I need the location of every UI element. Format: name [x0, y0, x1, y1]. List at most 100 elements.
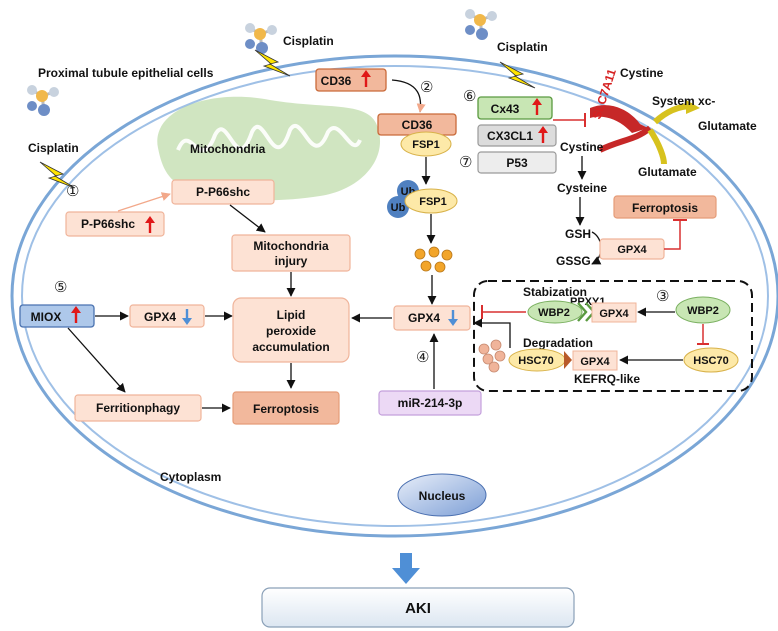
svg-text:GPX4: GPX4	[580, 356, 610, 368]
cd36-membrane-box: CD36	[315, 68, 387, 92]
arrow	[117, 192, 171, 212]
marker-2: ②	[420, 78, 433, 96]
svg-text:Ferritionphagy: Ferritionphagy	[96, 401, 180, 415]
chevron-icon	[564, 351, 572, 369]
marker-3: ③	[656, 287, 669, 305]
svg-text:GPX4: GPX4	[617, 244, 647, 256]
glutamate-label: Glutamate	[698, 119, 757, 133]
arrow	[473, 318, 511, 348]
marker-5: ⑤	[54, 278, 67, 296]
up-arrow-icon	[361, 70, 371, 77]
svg-text:Ferroptosis: Ferroptosis	[253, 402, 319, 416]
glutamate-label: Glutamate	[638, 165, 697, 179]
aki-box: AKI	[261, 587, 575, 628]
lipid-line-3: accumulation	[252, 340, 329, 354]
cystine-top-label: Cystine	[620, 66, 664, 80]
miox-box: MIOX	[19, 304, 95, 328]
gpx4-gsh-box: GPX4	[599, 238, 665, 260]
svg-text:Ferroptosis: Ferroptosis	[632, 201, 698, 215]
svg-text:miR-214-3p: miR-214-3p	[398, 396, 463, 410]
svg-text:AKI: AKI	[405, 600, 431, 617]
cisplatin-label: Cisplatin	[283, 34, 334, 48]
lipid-line-1: Lipid	[277, 308, 306, 322]
mito-injury-line-2: injury	[275, 254, 308, 268]
gssg-label: GSSG	[556, 254, 591, 268]
cisplatin-label: Cisplatin	[28, 141, 79, 155]
fsp1-ellipse: FSP1	[400, 131, 452, 157]
cell-membrane	[10, 54, 778, 538]
hsc70-left-ellipse: HSC70	[508, 348, 566, 372]
cd36-box: CD36	[377, 113, 457, 136]
svg-text:P-P66shc: P-P66shc	[196, 185, 250, 199]
svg-text:WBP2: WBP2	[687, 305, 719, 317]
nucleus-label: Nucleus	[419, 489, 466, 503]
down-arrow-icon	[392, 553, 420, 584]
ferroptosis-main-box: Ferroptosis	[232, 391, 340, 425]
svg-text:FSP1: FSP1	[419, 196, 447, 208]
marker-7: ⑦	[459, 153, 472, 171]
down-arrow-icon	[182, 318, 192, 325]
svg-text:P-P66shc: P-P66shc	[81, 217, 135, 231]
svg-text:CD36: CD36	[402, 118, 433, 132]
mitochondria-label: Mitochondria	[190, 142, 266, 156]
up-arrow-icon	[71, 306, 81, 313]
svg-text:P53: P53	[506, 156, 528, 170]
gpx4-center-box: GPX4	[393, 305, 471, 331]
svg-text:HSC70: HSC70	[693, 355, 728, 367]
ferritinophagy-box: Ferritionphagy	[74, 394, 202, 422]
marker-6: ⑥	[463, 87, 476, 105]
system-xc-label: System xc-	[652, 94, 715, 108]
system-xc-transporter	[590, 100, 700, 165]
mito-injury-line-1: Mitochondria	[253, 239, 329, 253]
up-arrow-icon	[538, 126, 548, 133]
lipid-line-2: peroxide	[266, 324, 316, 338]
svg-text:GPX4: GPX4	[408, 311, 440, 325]
lipid-peroxide-box: Lipid peroxide accumulation	[232, 297, 350, 363]
lipid-droplet-icon	[414, 246, 453, 273]
gpx4-hsc70-box: GPX4	[572, 350, 618, 371]
up-arrow-icon	[145, 216, 155, 223]
arrow	[229, 204, 266, 233]
nucleus: Nucleus	[397, 473, 487, 517]
svg-text:Ub: Ub	[391, 202, 406, 214]
down-arrow-icon	[448, 319, 458, 326]
kefrq-label: KEFRQ-like	[574, 372, 640, 386]
svg-text:Cx43: Cx43	[491, 102, 520, 116]
gpx4-wbp2-box: GPX4	[591, 302, 637, 323]
cisplatin-label: Cisplatin	[497, 40, 548, 54]
gsh-label: GSH	[565, 227, 591, 241]
cysteine-label: Cysteine	[557, 181, 607, 195]
arrow	[391, 79, 426, 113]
inhibit-line	[664, 220, 681, 250]
up-arrow-icon	[532, 98, 542, 105]
svg-text:CD36: CD36	[321, 74, 352, 88]
wbp2-hsc70-region	[473, 280, 753, 392]
cx43-box: Cx43	[477, 96, 553, 120]
fsp1-ellipse: FSP1	[404, 188, 458, 214]
proteasome-icon	[478, 339, 506, 373]
wbp2-left-ellipse: WBP2	[527, 300, 583, 324]
svg-text:HSC70: HSC70	[518, 355, 553, 367]
p53-box: P53	[477, 151, 557, 174]
ferroptosis-right-box: Ferroptosis	[613, 195, 717, 219]
p-p66shc-mito-box: P-P66shc	[171, 179, 275, 205]
lightning-icon	[39, 49, 536, 189]
cisplatin-molecule-icon	[27, 9, 497, 116]
arrow	[67, 327, 126, 393]
cystine-mid-label: Cystine	[560, 140, 604, 154]
svg-text:WBP2: WBP2	[538, 307, 570, 319]
mitochondria-injury-box: Mitochondria injury	[231, 234, 351, 272]
cell-type-label: Proximal tubule epithelial cells	[38, 66, 214, 80]
hsc70-right-ellipse: HSC70	[683, 347, 739, 373]
degradation-label: Degradation	[523, 336, 593, 350]
svg-text:MIOX: MIOX	[31, 310, 62, 324]
gpx4-left-box: GPX4	[129, 304, 205, 328]
cx3cl1-box: CX3CL1	[477, 124, 557, 147]
cytoplasm-label: Cytoplasm	[160, 470, 221, 484]
mitochondria-organelle	[157, 96, 381, 201]
mir-214-3p-box: miR-214-3p	[378, 390, 482, 416]
stabization-label: Stabization	[523, 285, 587, 299]
svg-text:FSP1: FSP1	[412, 139, 440, 151]
marker-4: ④	[416, 348, 429, 366]
marker-1: ①	[66, 182, 79, 200]
